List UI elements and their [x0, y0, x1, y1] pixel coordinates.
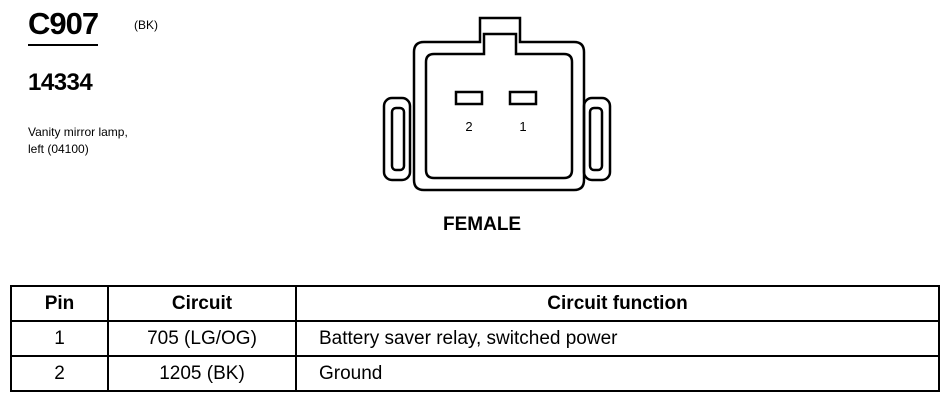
- right-latch-rail: [582, 96, 612, 182]
- connector-face: [424, 32, 574, 180]
- connector-description: Vanity mirror lamp, left (04100): [28, 125, 128, 156]
- header-circuit-function: Circuit function: [295, 285, 940, 322]
- cell-pin: 2: [10, 355, 109, 392]
- pin-cavity-2: [454, 90, 484, 106]
- cell-circuit-function: Battery saver relay, switched power: [295, 320, 940, 357]
- header-circuit: Circuit: [107, 285, 297, 322]
- left-latch-inner: [390, 106, 406, 172]
- cell-circuit-function: Ground: [295, 355, 940, 392]
- connector-housing: [412, 16, 586, 192]
- pin-label-2: 2: [465, 119, 472, 134]
- table-row: 1 705 (LG/OG) Battery saver relay, switc…: [10, 320, 940, 357]
- pin-label-1: 1: [519, 119, 526, 134]
- right-latch-inner: [588, 106, 604, 172]
- table-row: 2 1205 (BK) Ground: [10, 355, 940, 392]
- pin-cavity-1: [508, 90, 538, 106]
- pin-table: Pin Circuit Circuit function 1 705 (LG/O…: [10, 285, 940, 392]
- connector-id: C907: [28, 8, 99, 46]
- table-header-row: Pin Circuit Circuit function: [10, 285, 940, 322]
- part-number: 14334: [28, 69, 93, 96]
- cell-circuit: 705 (LG/OG): [107, 320, 297, 357]
- connector-gender-label: FEMALE: [443, 214, 522, 235]
- header-pin: Pin: [10, 285, 109, 322]
- cell-pin: 1: [10, 320, 109, 357]
- cell-circuit: 1205 (BK): [107, 355, 297, 392]
- left-latch-rail: [382, 96, 412, 182]
- connector-color: (BK): [134, 18, 158, 32]
- connector-face-drawing: 2 1: [382, 16, 612, 192]
